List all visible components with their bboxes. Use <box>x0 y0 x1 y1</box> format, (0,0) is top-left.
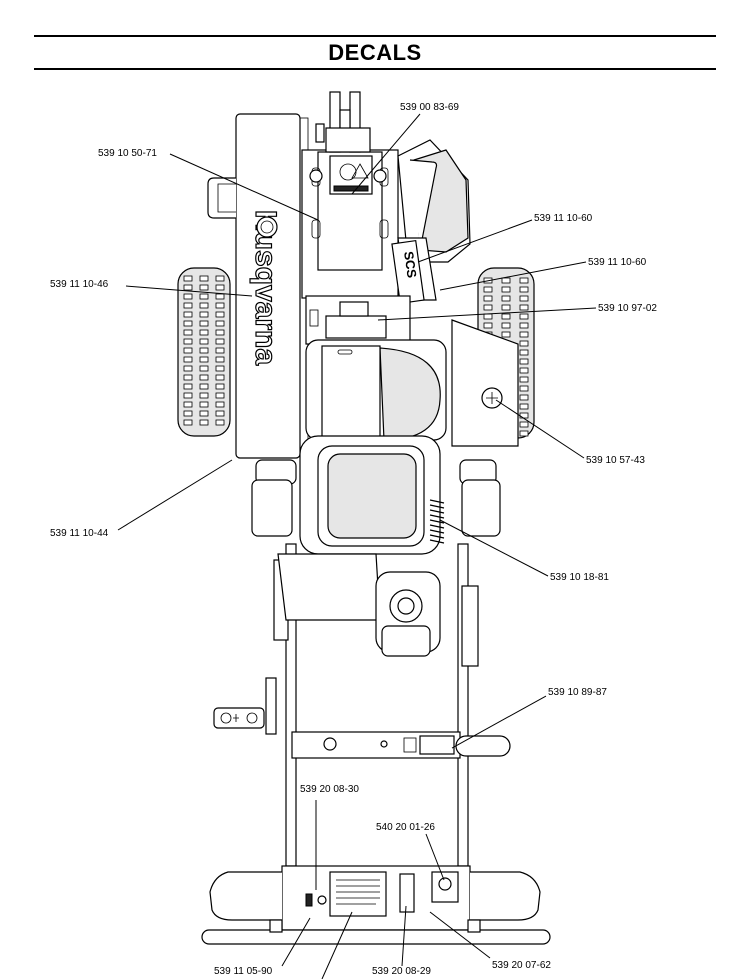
control-panel <box>281 865 471 931</box>
callout-label: 539 11 10-44 <box>50 528 109 539</box>
callout-label: 539 11 10-46 <box>50 279 109 290</box>
callout-label: 539 10 89-87 <box>548 687 607 698</box>
scs-decal: SCS <box>391 239 425 305</box>
engine <box>305 295 447 441</box>
cross-bar <box>291 731 511 759</box>
svg-text:SCS: SCS <box>401 250 420 279</box>
crown-logo-icon <box>256 216 278 238</box>
spring <box>429 499 445 544</box>
leader-lines <box>117 113 597 979</box>
callout-labels: 539 00 83-69 539 10 50-71 539 11 10-60 5… <box>50 102 657 977</box>
callout-label: 539 11 10-60 <box>534 213 593 224</box>
left-tire <box>177 267 231 437</box>
callout-label: 539 10 18-81 <box>550 572 609 583</box>
brand-decal: Husqvarna <box>248 209 282 366</box>
pulley <box>375 571 441 657</box>
bottom-frame <box>201 871 551 945</box>
feed-chute <box>301 91 399 299</box>
lever-decal <box>213 677 277 735</box>
fuel-tank <box>299 435 441 555</box>
page-title: DECALS <box>328 40 422 65</box>
callout-label: 539 20 07-62 <box>492 960 551 971</box>
right-housing <box>451 319 519 447</box>
chute-warning-decal <box>329 155 373 195</box>
machine-illustration: Husqvarna <box>177 91 551 945</box>
callout-label: 539 10 97-02 <box>598 303 657 314</box>
callout-label: 539 20 08-29 <box>372 966 431 977</box>
callout-label: 540 20 01-26 <box>376 822 435 833</box>
callout-label: 539 10 57-43 <box>586 455 645 466</box>
top-rule <box>34 35 716 37</box>
bottom-rule <box>34 68 716 70</box>
callout-label: 539 11 10-60 <box>588 257 647 268</box>
callout-label: 539 11 05-90 <box>214 966 273 977</box>
callout-label: 539 20 08-30 <box>300 784 359 795</box>
callout-label: 539 00 83-69 <box>400 102 459 113</box>
callout-label: 539 10 50-71 <box>98 148 157 159</box>
